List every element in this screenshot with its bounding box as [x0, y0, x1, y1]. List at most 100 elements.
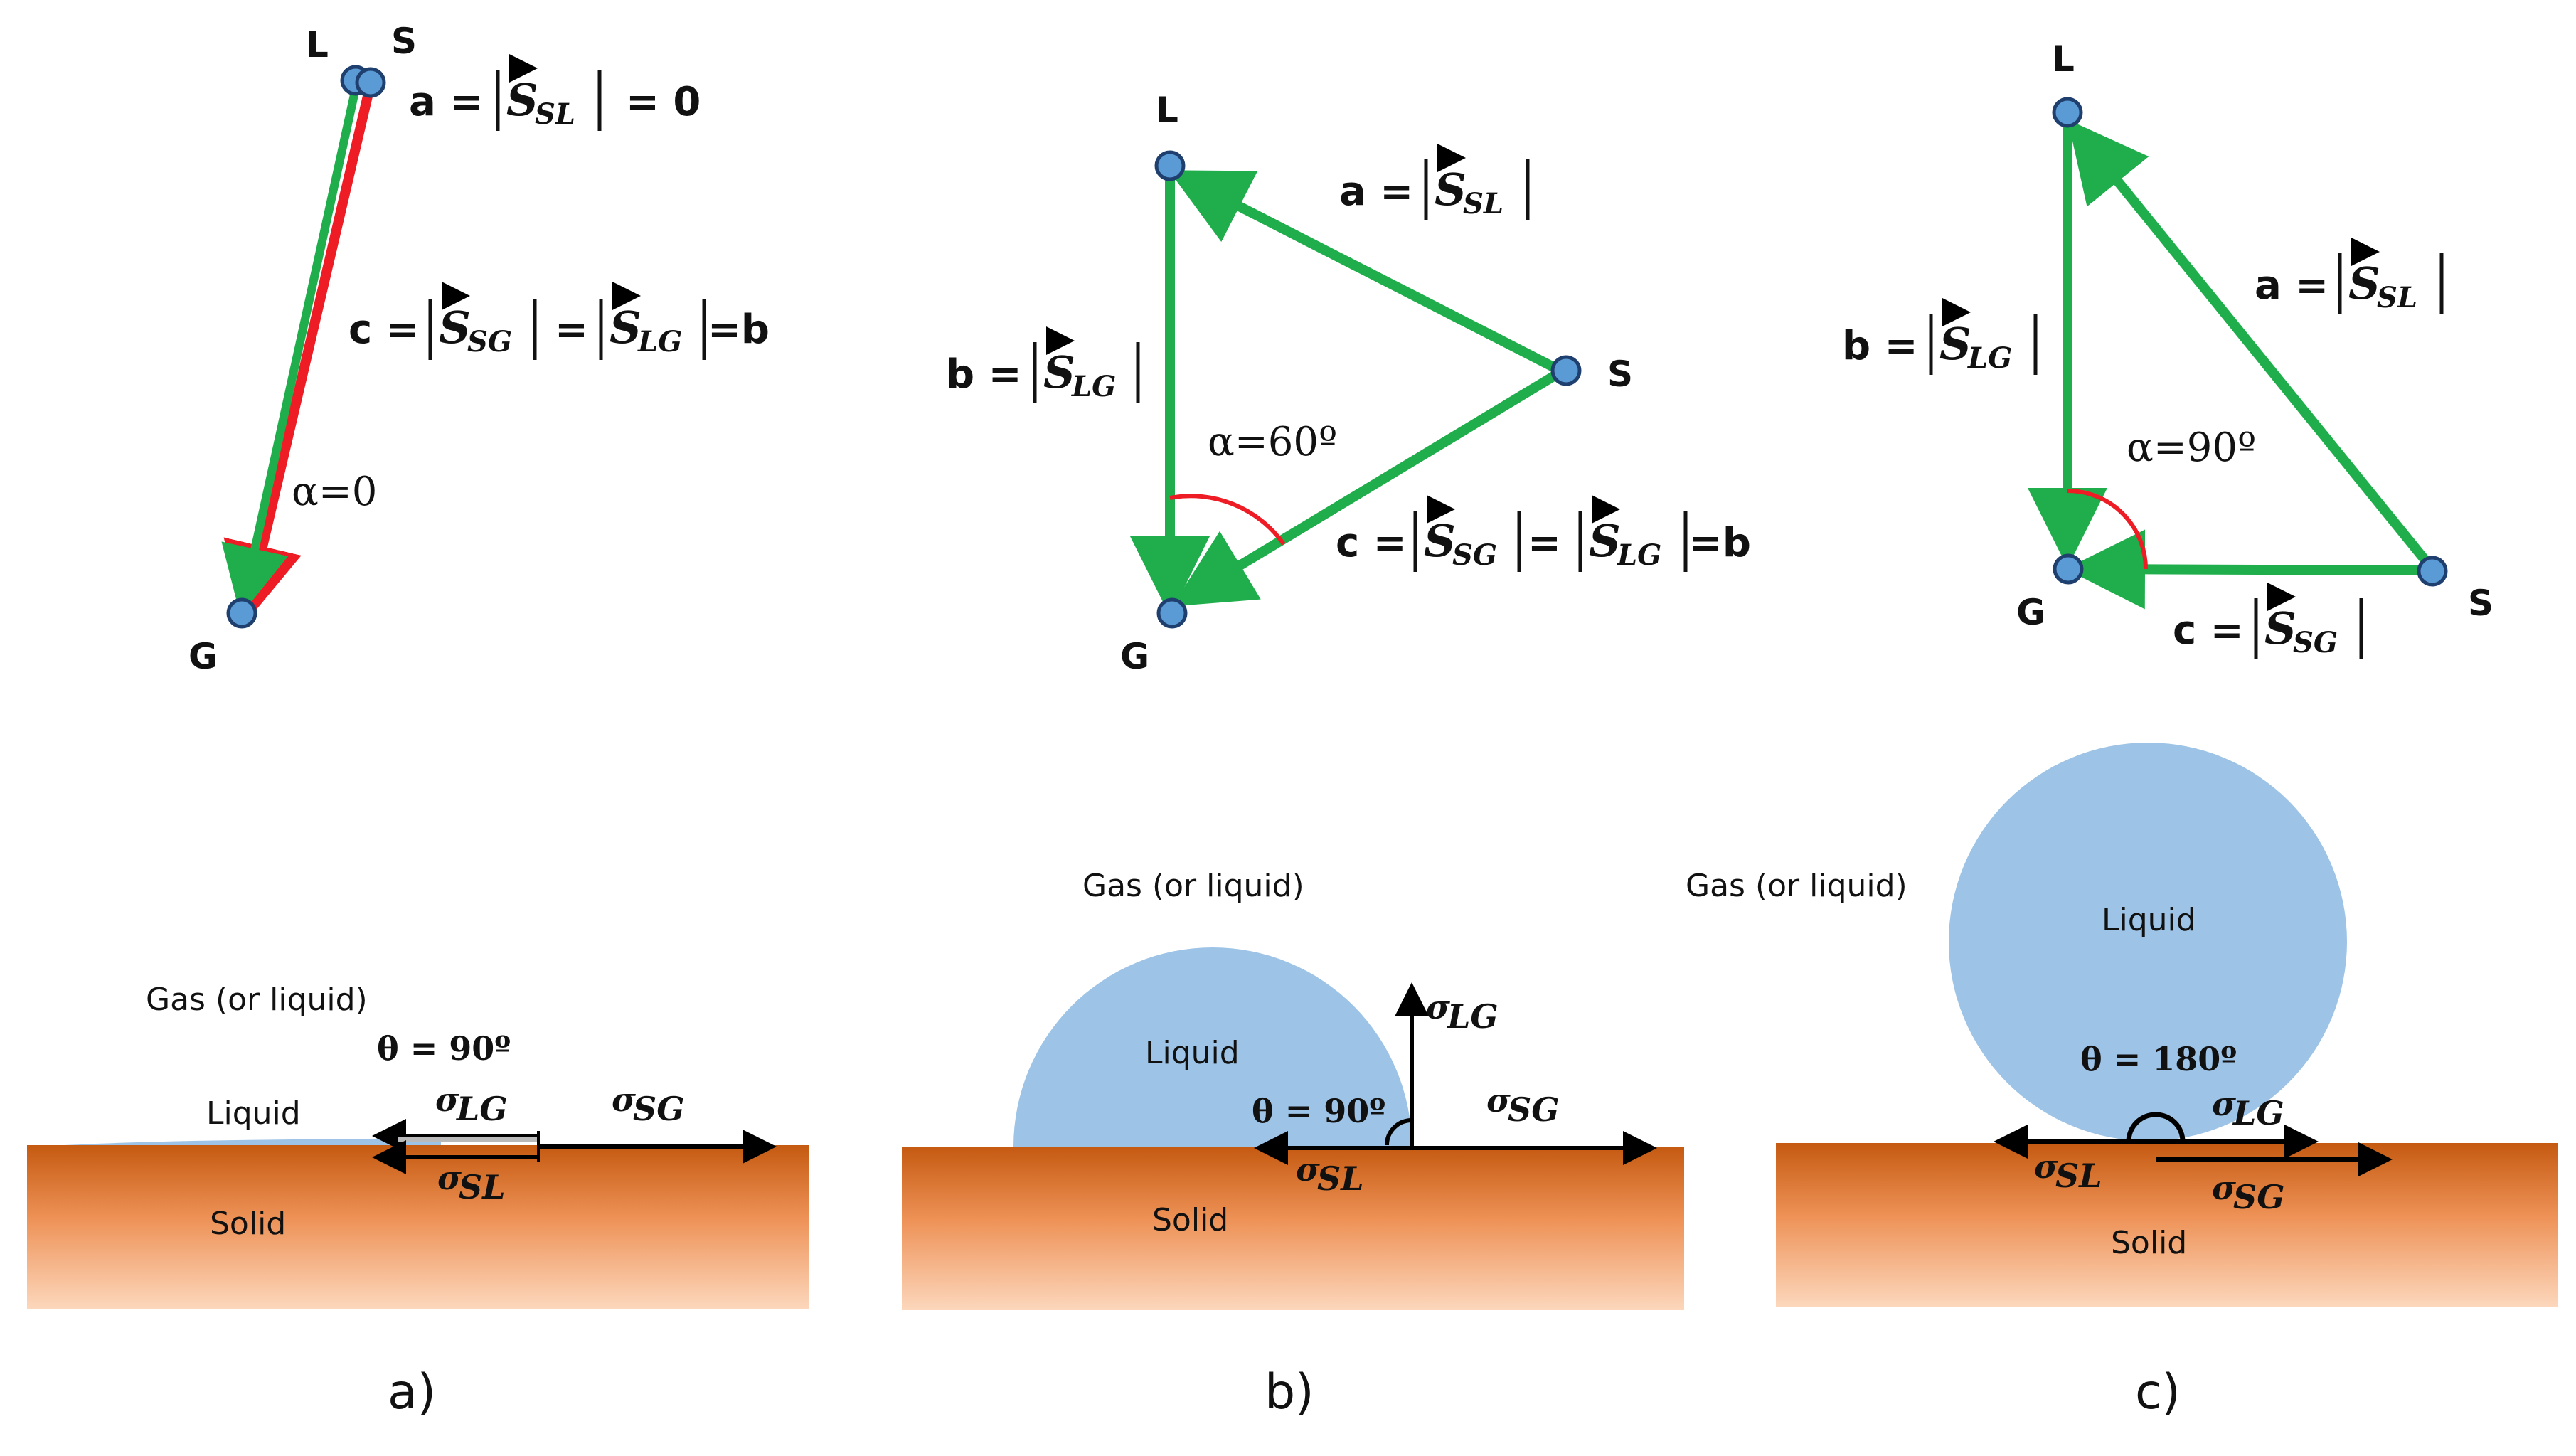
label-l: L: [1156, 90, 1178, 131]
theta-arc: [1385, 1118, 1412, 1146]
svg-text:S: S: [1589, 515, 1621, 567]
gas-label: Gas (or liquid): [1082, 868, 1304, 904]
svg-text:S: S: [1435, 164, 1467, 216]
vector-s-sl: [1169, 170, 1565, 376]
equation-c: c = S SG: [2173, 583, 2363, 659]
svg-text:=b: =b: [1689, 520, 1751, 566]
wetting-c: Gas (or liquid) Liquid Solid θ = 180º σ …: [1686, 743, 2558, 1307]
point-s: [355, 67, 386, 98]
equation-c: c = S SG = S LG =b: [348, 282, 770, 360]
triangle-b: L S G a = S SL b = S LG c = S SG =: [946, 90, 1751, 677]
sigma-sl-label: σ SL: [2034, 1147, 2102, 1195]
point-g: [226, 597, 257, 629]
svg-text:=b: =b: [708, 307, 770, 353]
point-l: [2052, 97, 2083, 128]
theta-label: θ = 90º: [1252, 1092, 1385, 1130]
liquid-film: [64, 1139, 441, 1145]
angle-label: α=60º: [1208, 419, 1337, 465]
svg-text:S: S: [2264, 602, 2296, 654]
equation-a: a = S SL = 0: [409, 54, 701, 131]
svg-text:SL: SL: [1463, 187, 1503, 220]
angle-arc: [1169, 494, 1286, 546]
equation-c: c = S SG = S LG =b: [1336, 495, 1751, 572]
svg-text:S: S: [1043, 346, 1075, 398]
svg-text:SG: SG: [1508, 1090, 1560, 1129]
theta-label: θ = 90º: [377, 1029, 511, 1068]
svg-text:SL: SL: [459, 1168, 506, 1206]
svg-text:SL: SL: [535, 97, 575, 131]
svg-text:SL: SL: [2377, 281, 2417, 314]
sigma-sg-label: σ SG: [1486, 1081, 1560, 1129]
vector-s-sg: [223, 83, 376, 625]
svg-text:σ: σ: [437, 1159, 462, 1197]
sigma-lg-label: σ LG: [435, 1080, 508, 1128]
svg-text:σ: σ: [2212, 1085, 2236, 1123]
svg-text:SG: SG: [2233, 1178, 2285, 1216]
svg-text:S: S: [439, 302, 471, 354]
theta-label: θ = 180º: [2080, 1040, 2237, 1078]
svg-text:SG: SG: [633, 1090, 685, 1128]
point-s: [1550, 355, 1582, 386]
svg-text:σ: σ: [435, 1080, 459, 1119]
gas-label: Gas (or liquid): [146, 982, 368, 1018]
liquid-drop: [1013, 947, 1412, 1147]
equation-b: b = S LG: [1842, 298, 2038, 375]
svg-text:S: S: [610, 302, 642, 354]
svg-text:a =: a =: [1339, 169, 1413, 215]
svg-text:σ: σ: [1426, 988, 1450, 1026]
panel-label-a: a): [388, 1364, 436, 1420]
svg-text:SG: SG: [2293, 626, 2338, 659]
svg-text:=: =: [1528, 520, 1561, 566]
svg-text:SL: SL: [2055, 1157, 2102, 1195]
svg-text:S: S: [1424, 515, 1456, 567]
equation-b: b = S LG: [946, 326, 1140, 403]
svg-text:c =: c =: [2173, 607, 2244, 654]
sigma-sl-label: σ SL: [1296, 1150, 1364, 1198]
sigma-sg-label: σ SG: [612, 1080, 685, 1128]
vector-s-sl: [2067, 119, 2437, 573]
svg-text:a =: a =: [409, 79, 483, 125]
solid-label: Solid: [210, 1206, 286, 1242]
label-g: G: [1120, 636, 1149, 677]
svg-text:LG: LG: [2232, 1094, 2284, 1132]
svg-text:LG: LG: [1071, 370, 1116, 403]
theta-arc: [2126, 1112, 2186, 1142]
angle-label: α=90º: [2127, 425, 2256, 471]
vector-s-g: [2065, 529, 2433, 610]
label-s: S: [391, 21, 417, 62]
liquid-label: Liquid: [1145, 1035, 1240, 1071]
equation-a: a = S SL: [2255, 238, 2444, 314]
wetting-b: Gas (or liquid) Liquid Solid θ = 90º σ L…: [902, 868, 1684, 1310]
solid-substrate: [902, 1147, 1684, 1310]
svg-text:c =: c =: [348, 307, 420, 353]
svg-text:=: =: [555, 307, 588, 353]
svg-text:SG: SG: [467, 325, 512, 358]
point-g: [1156, 597, 1188, 629]
svg-text:LG: LG: [1446, 997, 1499, 1036]
svg-text:S: S: [506, 74, 538, 126]
panel-label-c: c): [2135, 1364, 2181, 1420]
svg-text:S: S: [1939, 318, 1971, 370]
solid-label: Solid: [2111, 1225, 2187, 1261]
angle-label: α=0: [292, 469, 377, 515]
liquid-drop: [1949, 743, 2347, 1141]
svg-text:LG: LG: [455, 1090, 508, 1128]
point-l: [1154, 150, 1186, 181]
solid-substrate: [1776, 1143, 2558, 1307]
svg-text:σ: σ: [2212, 1169, 2236, 1207]
svg-text:SL: SL: [1317, 1159, 1364, 1198]
label-l: L: [306, 24, 329, 65]
panel-label-b: b): [1265, 1364, 1314, 1420]
gas-label: Gas (or liquid): [1686, 868, 1907, 904]
liquid-label: Liquid: [2102, 902, 2196, 938]
sigma-lg-label: σ LG: [1426, 988, 1499, 1036]
solid-label: Solid: [1152, 1202, 1228, 1238]
wetting-a: Gas (or liquid) Liquid Solid θ = 90º σ L…: [27, 982, 809, 1309]
svg-text:= 0: = 0: [626, 79, 701, 125]
svg-text:a =: a =: [2255, 262, 2328, 309]
point-s: [2417, 556, 2448, 587]
solid-substrate: [27, 1145, 809, 1309]
label-s: S: [1607, 354, 1633, 395]
vector-s-g: [1172, 367, 1565, 607]
